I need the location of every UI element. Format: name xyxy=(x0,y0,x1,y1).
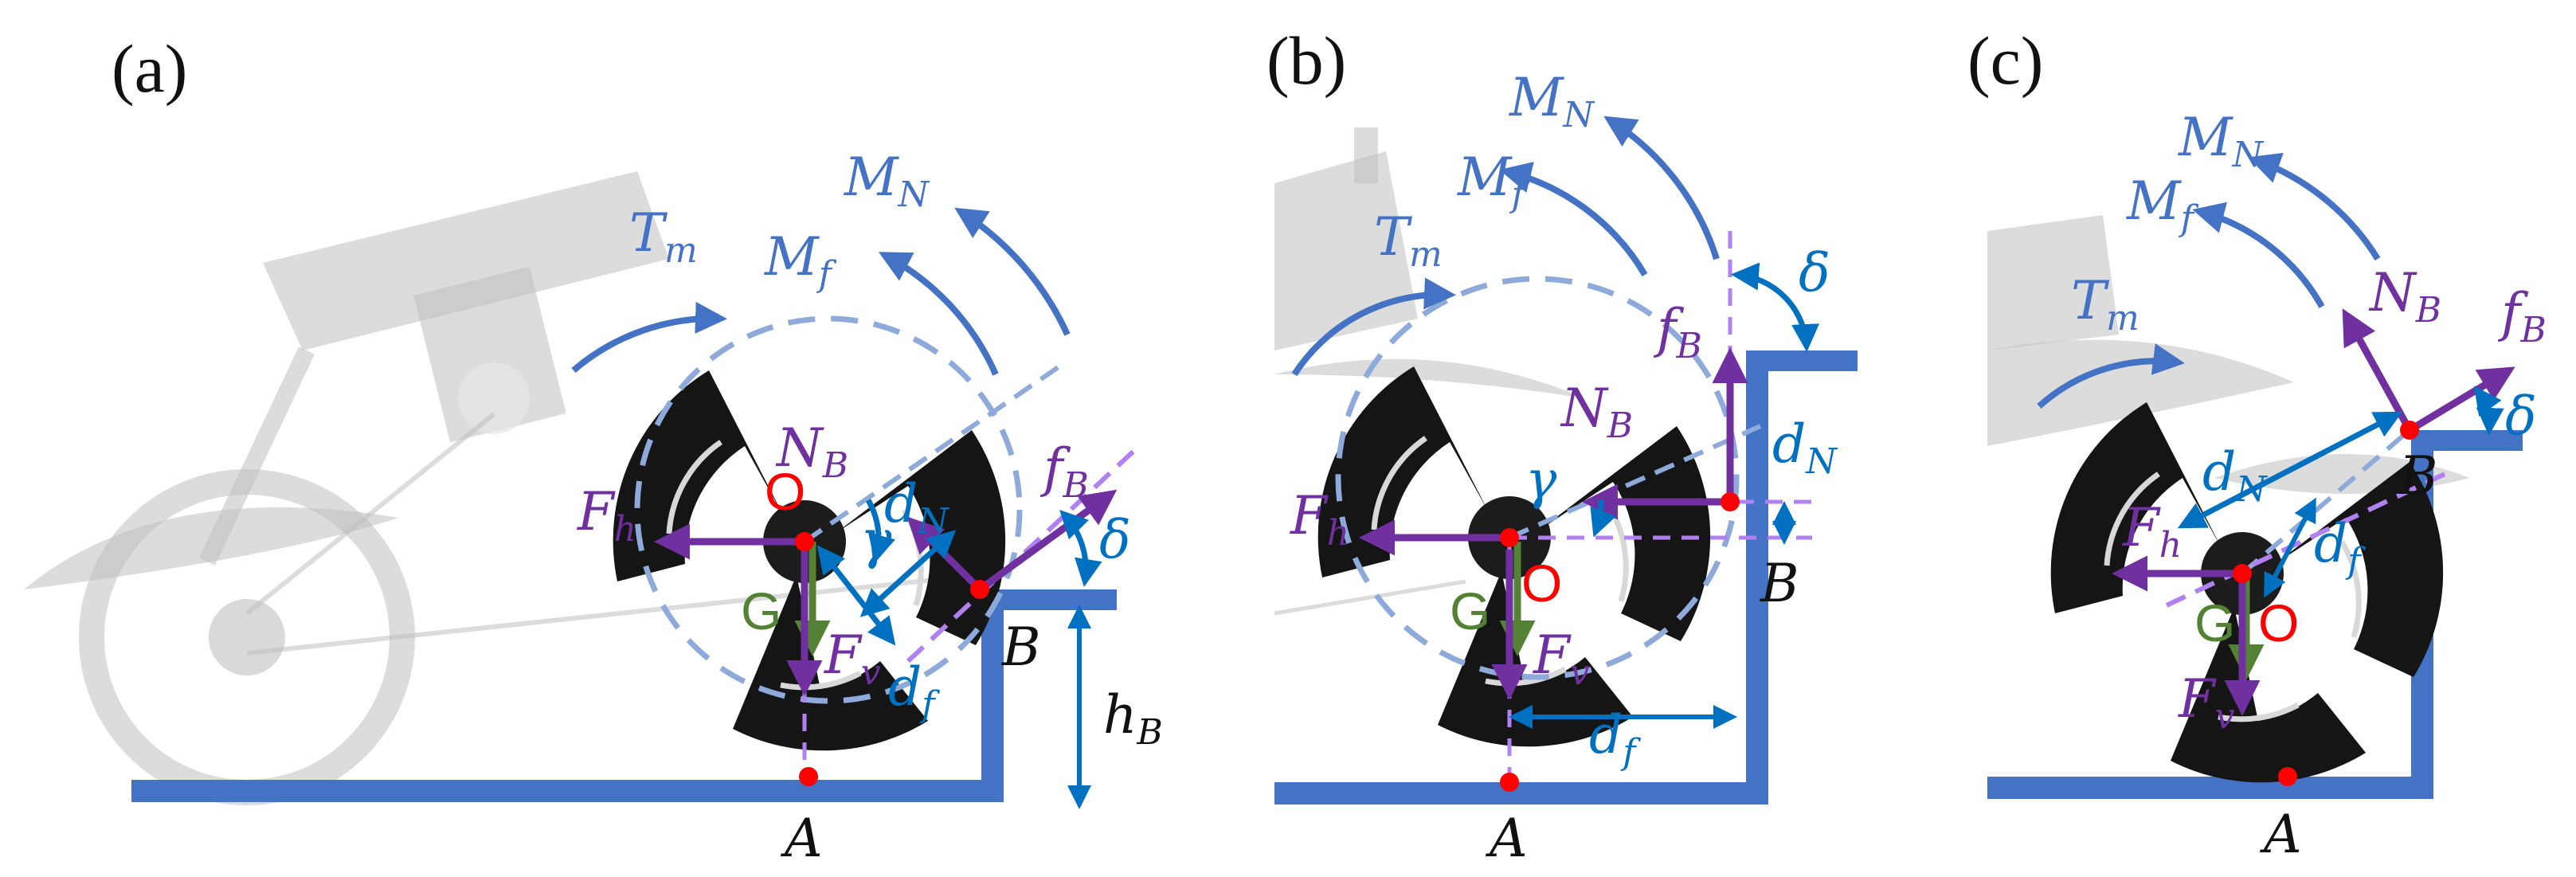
wheel-circle-a xyxy=(634,315,1023,704)
mf-arrow-c xyxy=(2192,202,2325,308)
panel-a: (a) xyxy=(24,30,1163,869)
fb-arrow-c xyxy=(2407,366,2515,433)
label-a-b: A xyxy=(1485,808,1528,869)
panel-c-letter: (c) xyxy=(1967,22,2043,99)
label-df-b: df xyxy=(1589,704,1641,773)
nb-arrow-c xyxy=(2342,308,2413,433)
panel-b-letter: (b) xyxy=(1266,22,1346,99)
label-delta-a: δ xyxy=(1099,509,1131,570)
label-mn-b: MN xyxy=(1509,67,1595,135)
label-b-a: B xyxy=(1001,617,1041,678)
label-mn-a: MN xyxy=(844,147,930,215)
label-tm-b: Tm xyxy=(1374,206,1443,275)
o-to-b-dashed-b xyxy=(1508,424,1762,540)
label-o-c: O xyxy=(2258,593,2299,652)
label-fv-b: Fv xyxy=(1533,624,1590,693)
tangent-dashed-c xyxy=(2165,468,2455,608)
label-tm-a: Tm xyxy=(629,202,698,271)
label-mn-c: MN xyxy=(2178,107,2265,175)
df-dimension-a xyxy=(816,545,896,646)
step-top-a xyxy=(981,589,1117,610)
point-a-c xyxy=(2278,767,2297,786)
label-gamma-b: γ xyxy=(1525,449,1557,511)
point-b-b xyxy=(1721,492,1740,511)
label-a-a: A xyxy=(780,808,823,869)
tm-arrow-a xyxy=(571,301,727,374)
label-dn-a: dN xyxy=(884,473,949,542)
mn-arrow-b xyxy=(1603,115,1720,260)
point-a-a xyxy=(799,767,818,786)
point-a-b xyxy=(1500,773,1519,792)
ground-floor-c xyxy=(1987,777,2433,799)
wheel-circle-b xyxy=(1335,276,1740,680)
df-dimension-c xyxy=(2264,497,2316,598)
label-a-c: A xyxy=(2259,804,2302,865)
label-fb-c: fB xyxy=(2497,282,2547,350)
robot-body-ghost-b xyxy=(1274,127,1585,616)
point-o-c xyxy=(2233,564,2252,583)
panel-a-letter: (a) xyxy=(112,30,187,107)
tm-arrow-b xyxy=(1291,277,1456,377)
panel-c: (c) MN Mf Tm NB fB Fh Fv dN xyxy=(1967,22,2547,865)
point-b-a xyxy=(970,580,989,599)
label-fv-a: Fv xyxy=(824,624,881,693)
point-o-b xyxy=(1500,528,1519,547)
mn-arrow-a xyxy=(954,207,1071,336)
tangent-dashed-a xyxy=(906,444,1141,664)
label-mf-c: Mf xyxy=(2126,170,2199,239)
label-fb-a: fB xyxy=(1039,437,1089,506)
label-g-b: G xyxy=(1450,581,1490,640)
delta-angle-b xyxy=(1731,262,1820,352)
label-fb-b: fB xyxy=(1653,298,1702,366)
label-b-c: B xyxy=(2398,445,2438,507)
label-mf-a: Mf xyxy=(764,226,837,295)
label-o-b: O xyxy=(1521,554,1562,613)
dn-dimension-c xyxy=(2177,411,2403,529)
mn-arrow-c xyxy=(2248,152,2381,261)
point-o-a xyxy=(795,532,814,551)
ground-floor-b xyxy=(1274,782,1768,805)
label-tm-c: Tm xyxy=(2071,270,2139,339)
delta-angle-a xyxy=(1059,509,1102,587)
o-to-b-dashed-a xyxy=(803,364,1061,544)
label-gamma-a: γ xyxy=(860,509,892,570)
tm-arrow-c xyxy=(2037,343,2185,409)
gamma-angle-a xyxy=(865,499,895,563)
label-hb-a: hB xyxy=(1103,684,1163,753)
mf-arrow-a xyxy=(878,252,999,376)
label-delta-b: δ xyxy=(1799,242,1830,303)
label-g-c: G xyxy=(2194,593,2235,652)
label-dn-b: dN xyxy=(1772,413,1838,482)
label-g-a: G xyxy=(741,581,781,640)
label-dn-c: dN xyxy=(2202,441,2268,510)
point-b-c xyxy=(2400,421,2419,440)
label-mf-b: Mf xyxy=(1457,147,1530,215)
label-b-b: B xyxy=(1760,553,1799,614)
gamma-angle-b xyxy=(1590,499,1617,538)
ground-floor-a xyxy=(131,780,1004,802)
label-delta-c: δ xyxy=(2505,386,2537,447)
label-fh-a: Fh xyxy=(577,481,636,550)
label-fh-c: Fh xyxy=(2122,497,2182,566)
label-nb-a: NB xyxy=(775,417,848,486)
label-fh-b: Fh xyxy=(1290,485,1349,554)
step-top-b xyxy=(1746,350,1858,371)
label-df-a: df xyxy=(888,656,940,725)
delta-angle-c xyxy=(2473,386,2504,436)
step-top-c xyxy=(2411,430,2523,451)
label-fv-c: Fv xyxy=(2178,668,2235,737)
label-nb-b: NB xyxy=(1560,378,1633,446)
label-o-a: O xyxy=(765,462,805,521)
panel-b: (b) MN Mf Tm xyxy=(1266,22,1858,869)
mf-arrow-b xyxy=(1499,162,1648,277)
label-nb-c: NB xyxy=(2368,262,2441,331)
